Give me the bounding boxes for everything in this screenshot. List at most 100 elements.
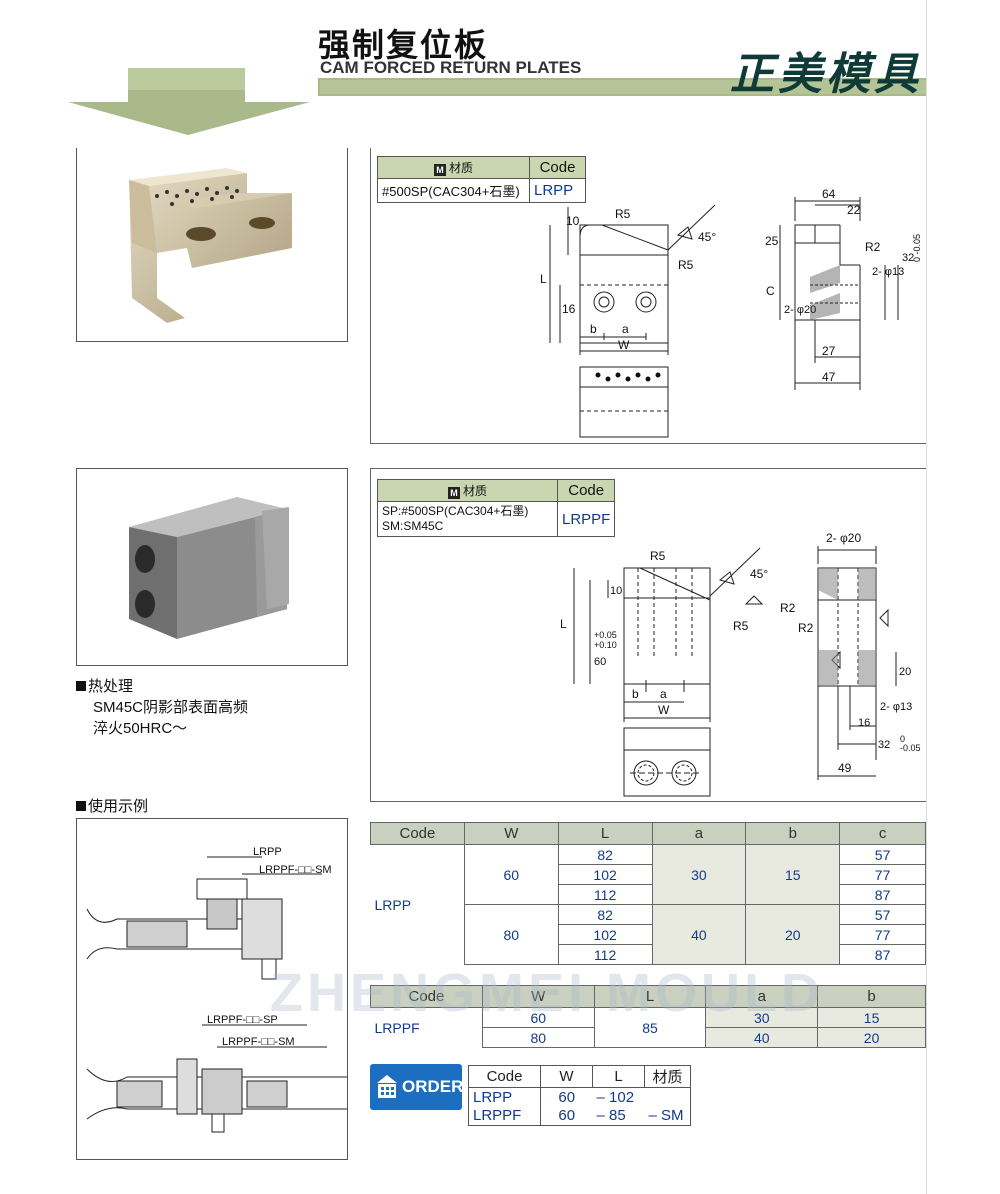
order-material: – SM — [644, 1106, 691, 1126]
dim-r2-b: R2 — [798, 621, 814, 635]
order-th-material: 材质 — [644, 1065, 691, 1088]
cell-l: 112 — [557, 944, 653, 965]
dim-64: 64 — [822, 187, 836, 201]
tol-32-group: 0 -0.05 — [912, 234, 922, 262]
dim-20: 20 — [899, 666, 911, 678]
page-subtitle: CAM FORCED RETURN PLATES — [320, 58, 582, 77]
order-material — [644, 1087, 691, 1107]
dim-r5-top: R5 — [615, 207, 631, 221]
dim-10: 10 — [610, 585, 622, 597]
order-th-l: L — [592, 1065, 645, 1088]
watermark: ZHENGMEI MOULD — [270, 963, 824, 1023]
th-c: c — [839, 822, 926, 845]
material-value: SP:#500SP(CAC304+石墨)SM:SM45C — [377, 501, 558, 537]
cell-c: 87 — [839, 944, 926, 965]
cell-l: 102 — [557, 864, 653, 885]
tol-60-top: +0.10 — [594, 640, 617, 650]
arrow-down-icon — [68, 68, 310, 135]
table-row: LRPPF 60 – 85 – SM — [468, 1106, 691, 1126]
cell-a: 40 — [651, 904, 747, 965]
dim-49: 49 — [838, 761, 852, 775]
dim-16: 16 — [562, 302, 576, 316]
table-row: 112 87 — [371, 944, 926, 965]
th-l: L — [557, 822, 653, 845]
dim-b: b — [632, 687, 639, 701]
dim-32: 32 — [878, 739, 890, 751]
tol-32-bot-2: -0.05 — [900, 743, 921, 753]
product-photo-lrppf — [76, 468, 348, 666]
order-l: – 85 — [592, 1106, 645, 1126]
table-row: LRPPF 60 85 30 15 — [370, 1007, 926, 1048]
square-bullet-icon — [76, 801, 86, 811]
dim-a: a — [660, 687, 667, 701]
tol-32-group-2: 0 -0.05 — [900, 735, 921, 753]
cell-l: 82 — [557, 844, 653, 865]
dim-w: W — [658, 703, 670, 717]
building-icon — [377, 1075, 397, 1098]
spec-table-lrppf: Code W L a b LRPPF 60 85 30 15 80 40 20 — [370, 985, 926, 1048]
dim-l: L — [540, 272, 547, 286]
cell-b: 20 — [745, 904, 841, 965]
material-m-icon: M — [433, 164, 446, 176]
cell-l: 85 — [593, 1007, 707, 1048]
dim-a: a — [622, 322, 629, 336]
tol-60-bot: +0.05 — [594, 630, 617, 640]
label-lrppf-sm: LRPPF-□□-SM — [259, 864, 332, 876]
heat-line-1: SM45C阴影部表面高频 — [93, 699, 249, 716]
dim-l: L — [560, 617, 567, 631]
order-badge: ORDER — [370, 1064, 463, 1110]
th-code: Code — [370, 822, 465, 845]
dim-22: 22 — [847, 203, 861, 217]
dim-10: 10 — [566, 214, 580, 228]
lrppf-product-image — [129, 497, 289, 639]
cell-c: 77 — [839, 924, 926, 945]
th-w: W — [463, 822, 559, 845]
order-w: 60 — [540, 1087, 593, 1107]
dim-2phi20: 2- φ20 — [784, 304, 816, 316]
dim-r2: R2 — [865, 240, 881, 254]
usage-diagram-box: LRPP LRPPF-□□-SM LRPPF-□□-SP LRPPF-□□-SM — [76, 818, 348, 1160]
dim-16: 16 — [858, 717, 870, 729]
square-bullet-icon — [76, 681, 86, 691]
th-b: b — [817, 985, 926, 1008]
lrpp-product-image — [129, 168, 292, 323]
table-row: 80 82 40 20 57 — [371, 904, 926, 965]
dim-45: 45° — [750, 567, 768, 581]
th-w: W — [481, 985, 595, 1008]
dim-27: 27 — [822, 344, 836, 358]
table-row: LRPP 60 – 102 — [468, 1087, 691, 1107]
cell-c: 57 — [839, 844, 926, 865]
order-th-code: Code — [468, 1065, 541, 1088]
code-value: LRPP — [529, 178, 586, 203]
lrpp-technical-drawing: R5 R5 45° L 10 16 b a W 64 22 25 R2 2- φ… — [540, 187, 914, 438]
dim-r5-bottom: R5 — [678, 258, 694, 272]
usage-diagram: LRPP LRPPF-□□-SM LRPPF-□□-SP LRPPF-□□-SM — [86, 846, 347, 1133]
dim-45: 45° — [698, 230, 716, 244]
dim-25: 25 — [765, 234, 779, 248]
drawing-frame-lrpp — [370, 148, 926, 444]
heat-treatment-note: 热处理 SM45C阴影部表面高频 淬火50HRC～ — [76, 676, 248, 739]
dim-r5-bottom: R5 — [733, 619, 749, 633]
cell-c: 87 — [839, 884, 926, 905]
order-w: 60 — [540, 1106, 593, 1126]
product-photo-lrpp — [76, 148, 348, 342]
cell-w: 80 — [481, 1027, 595, 1048]
lrppf-technical-drawing: R5 R5 45° L 10 60 +0.10 +0.05 b a W 2- φ… — [560, 531, 912, 797]
material-m-icon: M — [447, 487, 460, 499]
label-lrppf-sm-2: LRPPF-□□-SM — [222, 1036, 295, 1048]
cell-b: 15 — [745, 844, 841, 905]
label-lrpp: LRPP — [253, 846, 282, 858]
header-band-inner — [320, 80, 926, 94]
tol-32-top: 0 — [912, 257, 922, 263]
heat-line-2: 淬火50HRC～ — [93, 720, 188, 737]
usage-title: 使用示例 — [76, 796, 148, 817]
code-header: Code — [529, 156, 586, 179]
th-a: a — [705, 985, 819, 1008]
cell-l: 82 — [557, 904, 653, 925]
